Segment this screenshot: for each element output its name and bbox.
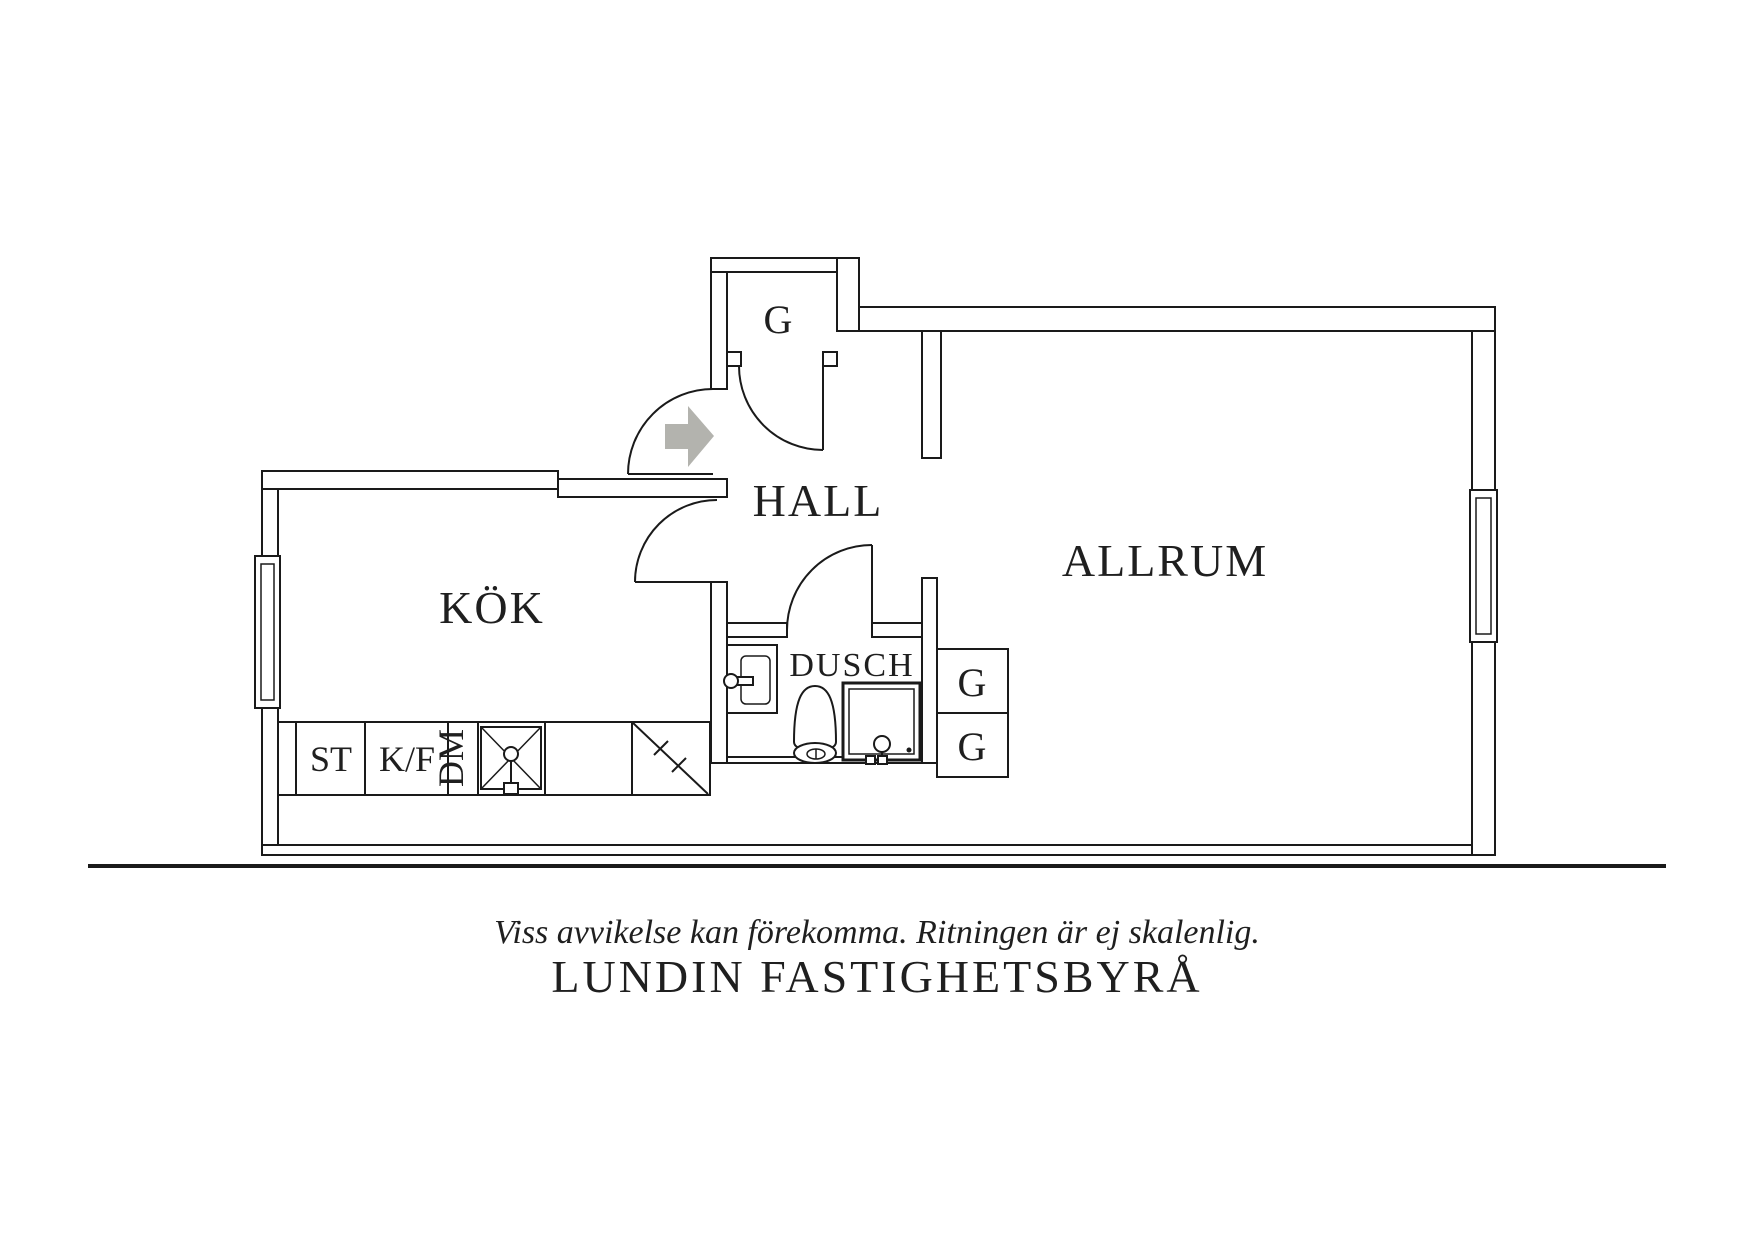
room-labels: G HALL KÖK ALLRUM DUSCH (439, 297, 1268, 684)
hall-label: HALL (753, 475, 884, 526)
wall-bath-top-right (871, 622, 923, 638)
footer-agency: LUNDIN FASTIGHETSBYRÅ (551, 951, 1202, 1002)
wall-kitchen-bath (710, 581, 728, 764)
livingroom-label: ALLRUM (1062, 535, 1268, 586)
kitchen-window (254, 555, 281, 709)
closet-door-jamb-right (822, 351, 838, 367)
kitchen-counter: ST K/F DM (277, 721, 711, 796)
doors (627, 365, 873, 631)
unit-st-label: ST (310, 739, 352, 779)
closet-door (738, 365, 824, 451)
wall-hall-allrum-stub (921, 330, 942, 459)
closet-door-jamb-left (726, 351, 742, 367)
kitchen-door (634, 499, 718, 583)
bathroom-fixtures (723, 644, 922, 765)
windows (254, 489, 1498, 709)
closet-lower-label: G (958, 724, 987, 769)
walls (261, 257, 1496, 856)
toilet (792, 684, 838, 764)
entry-arrow-icon (665, 406, 714, 467)
closet-block: G G (936, 648, 1009, 778)
bathroom-door (786, 544, 873, 631)
shower-room-label: DUSCH (789, 647, 914, 684)
kitchen-sink (480, 726, 542, 795)
wall-closet-right (836, 257, 860, 332)
wall-kitchen-top-a (261, 470, 559, 490)
footer-disclaimer: Viss avvikelse kan förekomma. Ritningen … (494, 914, 1260, 951)
wall-bath-right (921, 577, 938, 764)
unit-kf-label: K/F (379, 739, 435, 779)
unit-dm-label: DM (431, 729, 471, 787)
counter-diagonal-symbol (631, 721, 709, 795)
wall-bath-top-left (726, 622, 788, 638)
wall-kitchen-top-b (557, 478, 728, 498)
livingroom-window (1469, 489, 1498, 643)
entry-door (627, 388, 714, 475)
wall-top-allrum (852, 306, 1496, 332)
kitchen-label: KÖK (439, 582, 545, 633)
closet-top-label: G (764, 297, 793, 342)
closet-upper-label: G (958, 660, 987, 705)
wall-bottom (261, 844, 1496, 856)
shower (841, 681, 922, 765)
wall-closet-left (710, 257, 728, 390)
bathroom-sink (723, 644, 778, 714)
